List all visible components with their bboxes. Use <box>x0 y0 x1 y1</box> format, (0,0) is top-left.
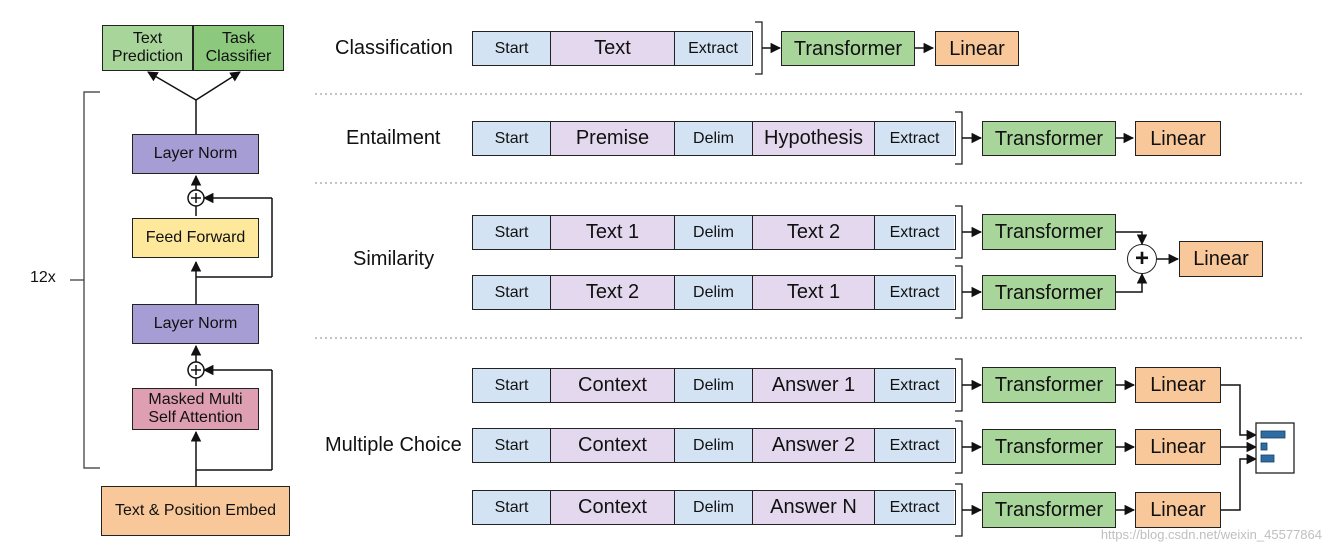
add-circle: + <box>1127 244 1157 274</box>
layer-norm-top: Layer Norm <box>132 134 259 174</box>
token-text: Text <box>551 32 675 65</box>
token-text-1: Text 1 <box>753 276 875 309</box>
text-prediction-head: Text Prediction <box>102 25 193 71</box>
linear-box: Linear <box>1135 367 1221 403</box>
token-extract: Extract <box>875 429 954 462</box>
transformer-box: Transformer <box>982 492 1116 528</box>
token-sequence-choice-1: Start Context Delim Answer 1 Extract <box>472 368 956 403</box>
token-answer: Answer N <box>753 491 875 524</box>
token-sequence-entailment: Start Premise Delim Hypothesis Extract <box>472 121 956 156</box>
token-delim: Delim <box>675 122 753 155</box>
token-sequence-classification: Start Text Extract <box>472 31 753 66</box>
token-context: Context <box>551 369 675 402</box>
token-sequence-similarity-1: Start Text 1 Delim Text 2 Extract <box>472 215 956 250</box>
linear-box: Linear <box>1135 121 1221 156</box>
task-label-classification: Classification <box>335 37 453 59</box>
text-position-embed: Text & Position Embed <box>101 486 290 536</box>
transformer-box: Transformer <box>982 214 1116 250</box>
token-start: Start <box>473 491 551 524</box>
token-start: Start <box>473 276 551 309</box>
token-answer: Answer 1 <box>753 369 875 402</box>
task-classifier-head: Task Classifier <box>193 25 284 71</box>
task-label-entailment: Entailment <box>346 127 441 149</box>
repeat-bracket <box>83 91 100 469</box>
transformer-box: Transformer <box>982 121 1116 156</box>
token-text-1: Text 1 <box>551 216 675 249</box>
linear-box: Linear <box>1135 429 1221 465</box>
token-extract: Extract <box>875 276 954 309</box>
token-delim: Delim <box>675 429 753 462</box>
masked-self-attention-block: Masked Multi Self Attention <box>132 388 259 430</box>
token-sequence-choice-2: Start Context Delim Answer 2 Extract <box>472 428 956 463</box>
token-answer: Answer 2 <box>753 429 875 462</box>
token-text-2: Text 2 <box>551 276 675 309</box>
token-extract: Extract <box>875 369 954 402</box>
token-delim: Delim <box>675 369 753 402</box>
linear-box: Linear <box>1179 241 1263 277</box>
transformer-box: Transformer <box>982 429 1116 465</box>
token-extract: Extract <box>875 216 954 249</box>
token-delim: Delim <box>675 491 753 524</box>
linear-box: Linear <box>935 31 1019 66</box>
task-label-similarity: Similarity <box>353 248 435 270</box>
token-start: Start <box>473 216 551 249</box>
token-hypothesis: Hypothesis <box>753 122 875 155</box>
transformer-box: Transformer <box>781 31 915 66</box>
layer-norm-bottom: Layer Norm <box>132 304 259 344</box>
token-context: Context <box>551 429 675 462</box>
token-extract: Extract <box>875 122 954 155</box>
token-sequence-choice-n: Start Context Delim Answer N Extract <box>472 490 956 525</box>
token-text-2: Text 2 <box>753 216 875 249</box>
token-start: Start <box>473 122 551 155</box>
token-start: Start <box>473 32 551 65</box>
token-start: Start <box>473 369 551 402</box>
token-context: Context <box>551 491 675 524</box>
token-start: Start <box>473 429 551 462</box>
watermark-text: https://blog.csdn.net/weixin_45577864 <box>1100 527 1322 542</box>
token-extract: Extract <box>675 32 751 65</box>
token-delim: Delim <box>675 216 753 249</box>
feed-forward-block: Feed Forward <box>132 218 259 258</box>
task-label-multiple-choice: Multiple Choice <box>325 434 462 456</box>
linear-box: Linear <box>1135 492 1221 528</box>
transformer-box: Transformer <box>982 275 1116 310</box>
token-delim: Delim <box>675 276 753 309</box>
token-premise: Premise <box>551 122 675 155</box>
token-sequence-similarity-2: Start Text 2 Delim Text 1 Extract <box>472 275 956 310</box>
token-extract: Extract <box>875 491 954 524</box>
transformer-box: Transformer <box>982 367 1116 403</box>
repeat-label: 12x <box>30 269 56 286</box>
